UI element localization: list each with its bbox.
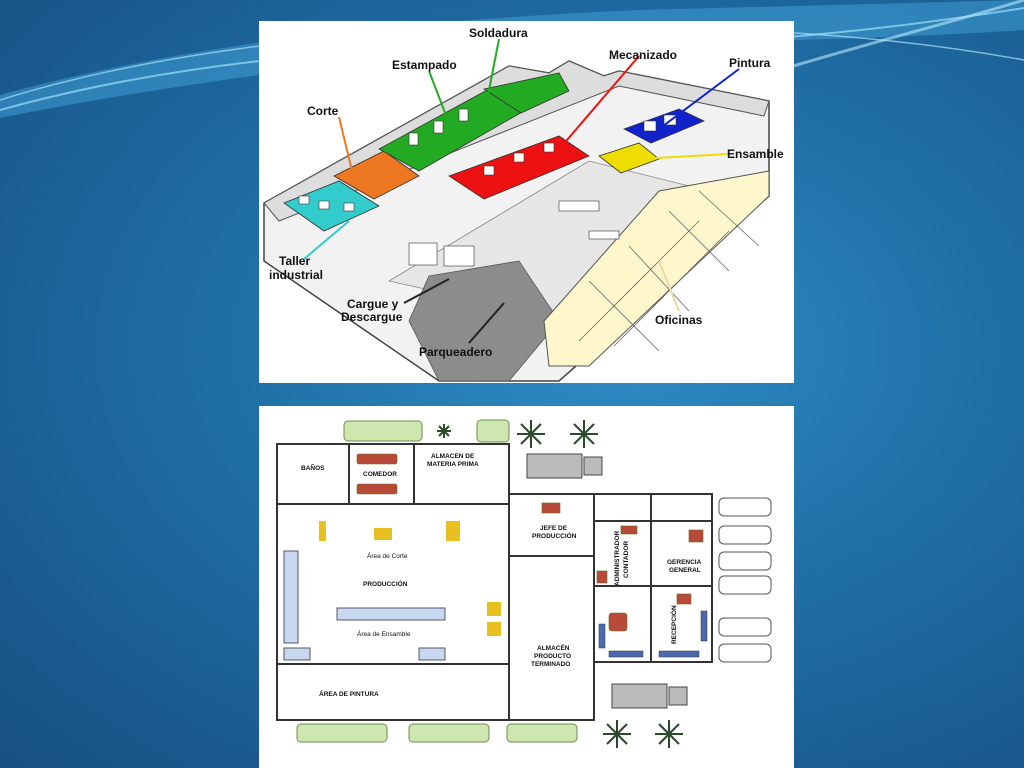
plan-label-banos: BAÑOS [301,463,325,472]
plan-label-almacen-pt-2: PRODUCTO [534,653,571,660]
floor-plan-svg: BAÑOS COMEDOR ALMACEN DE MATERIA PRIMA Á… [276,419,772,748]
walls [276,443,713,721]
label-taller-2: industrial [269,268,323,282]
plan-label-gerencia-1: GERENCIA [667,559,702,566]
zone-corte [333,150,420,200]
plan-label-administrador: ADMINISTRADOR [614,530,621,586]
zone-ensamble [598,142,660,174]
plan-label-area-corte: Área de Corte [367,551,408,560]
plan-label-contador: CONTADOR [623,541,630,578]
label-parqueadero: Parqueadero [419,345,492,359]
plan-label-almacen-mp-1: ALMACEN DE [431,453,475,460]
label-corte: Corte [307,104,339,118]
plan-label-produccion: PRODUCCIÓN [363,579,408,588]
plan-label-recepcion: RECEPCIÓN [669,605,678,644]
label-oficinas: Oficinas [655,313,703,327]
leader-lines [303,38,740,344]
isometric-plant-diagram: Soldadura Estampado Mecanizado Pintura C… [259,21,794,383]
isometric-plant-svg: Soldadura Estampado Mecanizado Pintura C… [263,26,784,382]
zone-oficinas [543,170,770,367]
furniture [356,453,704,632]
car-icons [718,497,772,663]
label-cargue-2: Descargue [341,310,403,324]
plan-label-jefe-1: JEFE DE [540,525,568,532]
plan-label-comedor: COMEDOR [363,471,397,478]
plan-label-area-pintura: ÁREA DE PINTURA [319,689,379,698]
zone-parqueadero [408,260,560,382]
plan-label-almacen-pt-1: ALMACÉN [537,643,570,652]
label-cargue-1: Cargue y [347,297,399,311]
label-mecanizado: Mecanizado [609,48,677,62]
hedges-decor [296,419,578,743]
plan-label-almacen-mp-2: MATERIA PRIMA [427,461,479,468]
plan-label-jefe-2: PRODUCCIÓN [532,531,577,540]
label-pintura: Pintura [729,56,771,70]
production-equipment [283,521,501,661]
label-estampado: Estampado [392,58,457,72]
plan-label-gerencia-2: GENERAL [669,567,701,574]
plan-label-area-ensamble: Área de Ensamble [357,629,411,638]
office-partitions [578,190,760,352]
tree-icons [437,420,683,748]
zone-soldadura [482,72,570,114]
label-soldadura: Soldadura [469,26,528,40]
floor-plan-diagram: BAÑOS COMEDOR ALMACEN DE MATERIA PRIMA Á… [259,406,794,768]
plan-label-almacen-pt-3: TERMINADO [531,661,570,668]
desk-blocks [598,610,708,658]
label-taller-1: Taller [279,254,310,268]
label-ensamble: Ensamble [727,147,784,161]
zone-taller [283,180,380,232]
truck-icons [526,453,688,709]
